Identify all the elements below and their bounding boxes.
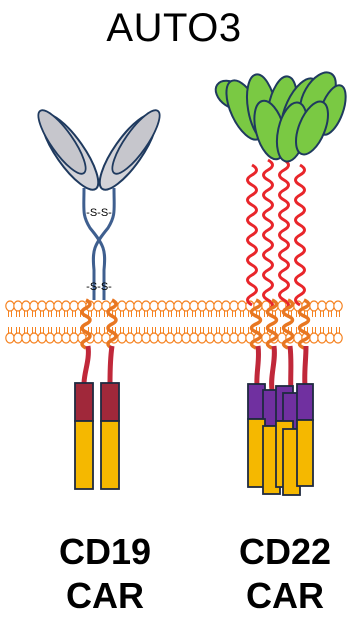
lipid-head	[206, 301, 214, 311]
lipid-head	[150, 301, 158, 311]
lipid-head	[22, 333, 30, 343]
cd22-car-label: CD22 CAR	[210, 530, 348, 618]
lipid-head	[70, 333, 78, 343]
cd19-costim-domain	[75, 383, 93, 421]
lipid-head	[326, 333, 334, 343]
lipid-head	[62, 333, 70, 343]
lipid-head	[30, 333, 38, 343]
lipid-head	[14, 333, 22, 343]
lipid-head	[166, 301, 174, 311]
lipid-head	[158, 333, 166, 343]
lipid-head	[54, 301, 62, 311]
lipid-head	[22, 301, 30, 311]
lipid-head	[310, 301, 318, 311]
lipid-head	[334, 333, 342, 343]
lipid-head	[134, 301, 142, 311]
lipid-head	[334, 301, 342, 311]
lipid-head	[94, 333, 102, 343]
lipid-head	[214, 333, 222, 343]
cd22-spacer-helices	[248, 160, 305, 310]
lipid-head	[238, 301, 246, 311]
lipid-head	[318, 333, 326, 343]
lipid-head	[14, 301, 22, 311]
lipid-head	[126, 301, 134, 311]
lipid-head	[182, 301, 190, 311]
lipid-head	[198, 333, 206, 343]
lipid-head	[118, 301, 126, 311]
lipid-head	[326, 301, 334, 311]
disulfide-bond-label: -S-S-	[86, 207, 112, 219]
lipid-head	[166, 333, 174, 343]
lipid-head	[6, 333, 14, 343]
lipid-head	[206, 333, 214, 343]
lipid-head	[174, 333, 182, 343]
lipid-head	[54, 333, 62, 343]
disulfide-bond-label: -S-S-	[86, 281, 112, 293]
lipid-head	[62, 301, 70, 311]
cd19-binding-domain-right	[91, 105, 167, 197]
lipid-head	[46, 301, 54, 311]
cd22-car	[210, 66, 348, 495]
lipid-head	[214, 301, 222, 311]
lipid-head	[38, 301, 46, 311]
lipid-head	[46, 333, 54, 343]
lipid-head	[30, 301, 38, 311]
cd19-costim-domain	[101, 383, 119, 421]
lipid-head	[38, 333, 46, 343]
lipid-head	[94, 301, 102, 311]
cd19-car-label: CD19 CAR	[30, 530, 180, 618]
lipid-head	[222, 333, 230, 343]
lipid-head	[118, 333, 126, 343]
lipid-head	[142, 333, 150, 343]
lipid-head	[142, 301, 150, 311]
lipid-head	[222, 301, 230, 311]
lipid-head	[190, 333, 198, 343]
cd19-suffix: CAR	[30, 574, 180, 618]
cd19-car: -S-S- -S-S-	[31, 105, 167, 489]
lipid-head	[150, 333, 158, 343]
lipid-head	[174, 301, 182, 311]
lipid-head	[126, 333, 134, 343]
cd19-linker	[110, 346, 112, 384]
lipid-head	[158, 301, 166, 311]
lipid-head	[230, 333, 238, 343]
lipid-head	[70, 301, 78, 311]
lipid-head	[310, 333, 318, 343]
cd19-linker	[84, 346, 88, 384]
lipid-head	[230, 301, 238, 311]
lipid-head	[198, 301, 206, 311]
lipid-head	[134, 333, 142, 343]
cd22-binding-domain	[210, 66, 348, 164]
cd19-binding-domain-left	[31, 105, 107, 197]
cd19-signaling-domain	[75, 421, 93, 489]
lipid-head	[182, 333, 190, 343]
lipid-head	[190, 301, 198, 311]
lipid-head	[238, 333, 246, 343]
cd19-name: CD19	[30, 530, 180, 574]
cd22-suffix: CAR	[210, 574, 348, 618]
cd19-signaling-domain	[101, 421, 119, 489]
cd22-signaling-domains	[248, 419, 313, 495]
cd22-name: CD22	[210, 530, 348, 574]
lipid-head	[318, 301, 326, 311]
lipid-head	[6, 301, 14, 311]
